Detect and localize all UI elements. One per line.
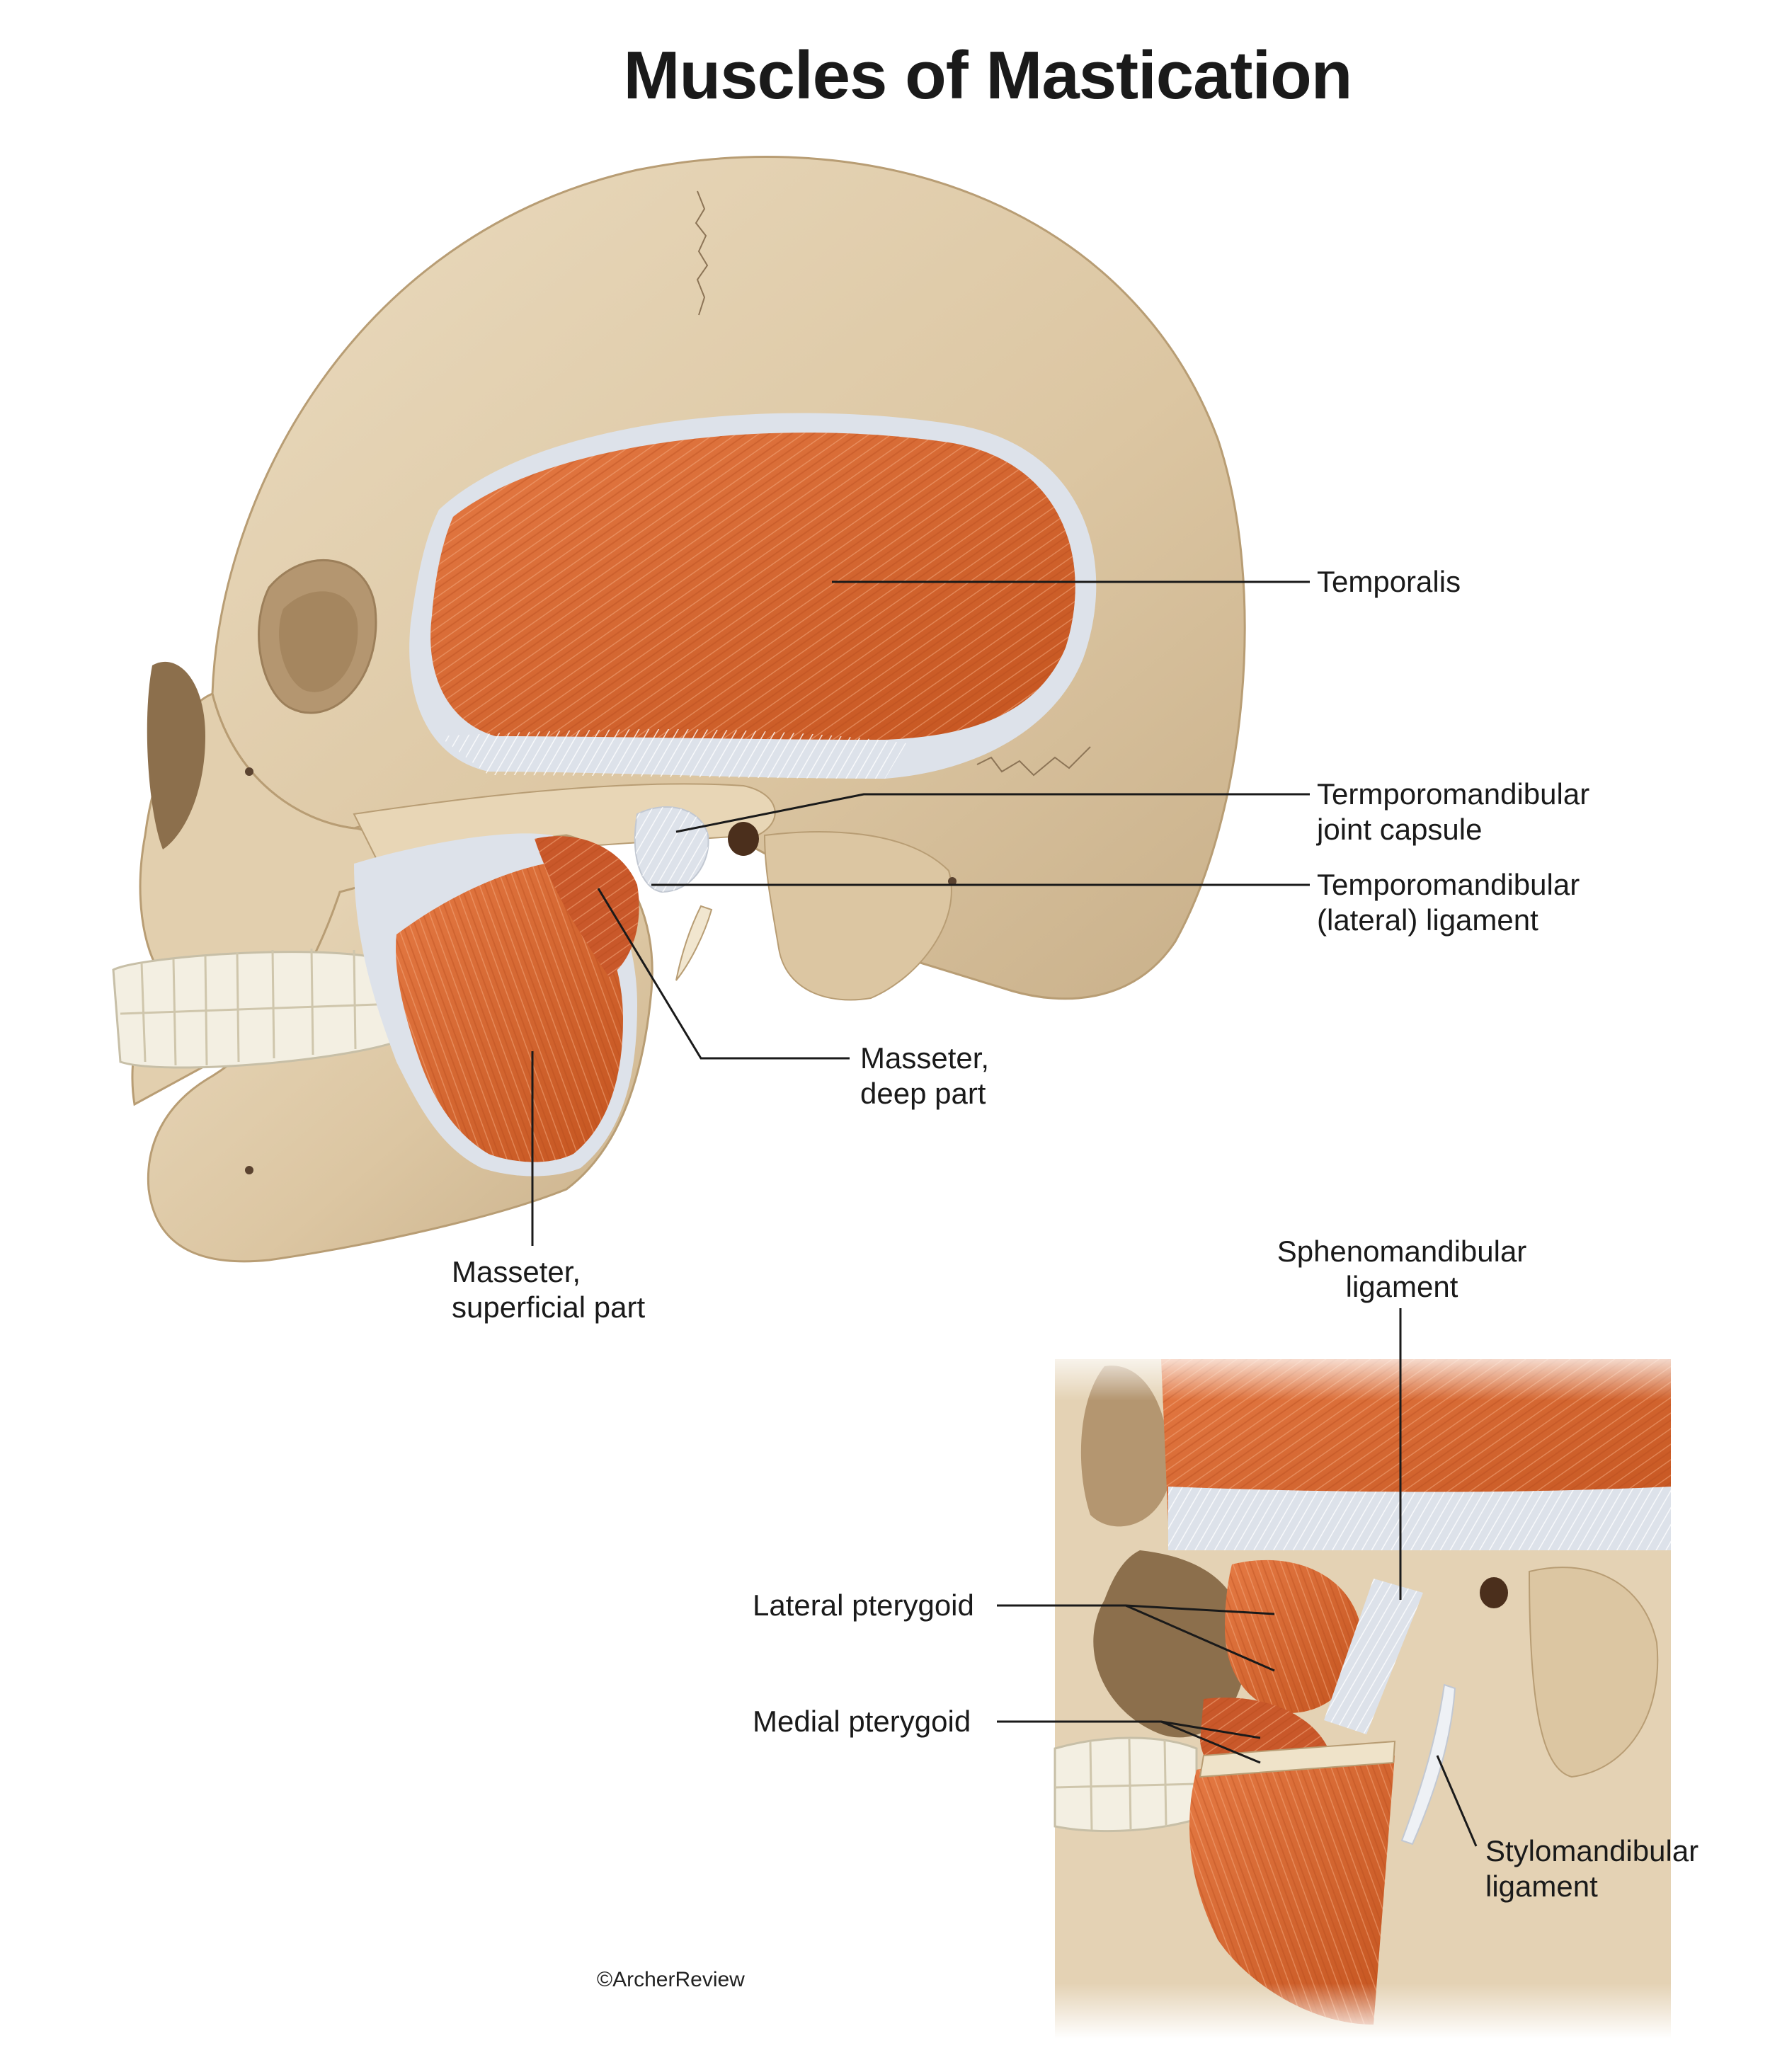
- leader-stylomandibular: [1436, 1755, 1478, 1847]
- copyright-notice: ©ArcherReview: [597, 1968, 745, 1991]
- label-lateral-pterygoid: Lateral pterygoid: [753, 1588, 974, 1623]
- page-title-text: Muscles of Mastication: [623, 38, 1353, 113]
- label-tm-ligament-line1: Temporomandibular: [1317, 868, 1580, 901]
- temporalis-muscle: [409, 413, 1097, 779]
- label-masseter-superficial: Masseter, superficial part: [452, 1254, 645, 1325]
- page-title: Muscles of Mastication: [0, 37, 1770, 115]
- leader-lateral-pterygoid-2: [1125, 1604, 1275, 1672]
- label-stylomandibular: Stylomandibular ligament: [1485, 1833, 1698, 1904]
- label-temporalis: Temporalis: [1317, 564, 1461, 600]
- masseter-muscle: [354, 833, 639, 1177]
- label-tmj-capsule: Termporomandibular joint capsule: [1317, 777, 1589, 847]
- leader-masseter-deep: [597, 888, 850, 1060]
- label-stylomandibular-line1: Stylomandibular: [1485, 1834, 1699, 1867]
- label-masseter-superficial-line1: Masseter,: [452, 1255, 581, 1288]
- teeth: [112, 948, 401, 1069]
- leader-lines: [531, 580, 1478, 1847]
- label-sphenomandibular-line2: ligament: [1345, 1270, 1458, 1303]
- label-tmj-capsule-line1: Termporomandibular: [1317, 777, 1590, 811]
- label-masseter-deep-line2: deep part: [860, 1077, 986, 1110]
- label-masseter-superficial-line2: superficial part: [452, 1290, 646, 1324]
- tmj-capsule: [634, 806, 709, 893]
- label-lateral-pterygoid-text: Lateral pterygoid: [753, 1589, 974, 1622]
- label-masseter-deep-line1: Masseter,: [860, 1041, 990, 1075]
- label-masseter-deep: Masseter, deep part: [860, 1041, 989, 1111]
- label-stylomandibular-line2: ligament: [1485, 1870, 1598, 1903]
- inset-deep-view: [1048, 1345, 1671, 2039]
- leader-medial-pterygoid-2: [1160, 1720, 1261, 1764]
- leader-tmj-capsule: [675, 793, 1310, 833]
- label-tmj-capsule-line2: joint capsule: [1317, 813, 1483, 846]
- label-medial-pterygoid-text: Medial pterygoid: [753, 1705, 971, 1738]
- label-tm-ligament: Temporomandibular (lateral) ligament: [1317, 867, 1580, 938]
- label-sphenomandibular: Sphenomandibular ligament: [1260, 1234, 1543, 1305]
- label-temporalis-text: Temporalis: [1317, 565, 1461, 598]
- label-sphenomandibular-line1: Sphenomandibular: [1277, 1235, 1527, 1268]
- label-medial-pterygoid: Medial pterygoid: [753, 1704, 971, 1739]
- label-tm-ligament-line2: (lateral) ligament: [1317, 903, 1538, 937]
